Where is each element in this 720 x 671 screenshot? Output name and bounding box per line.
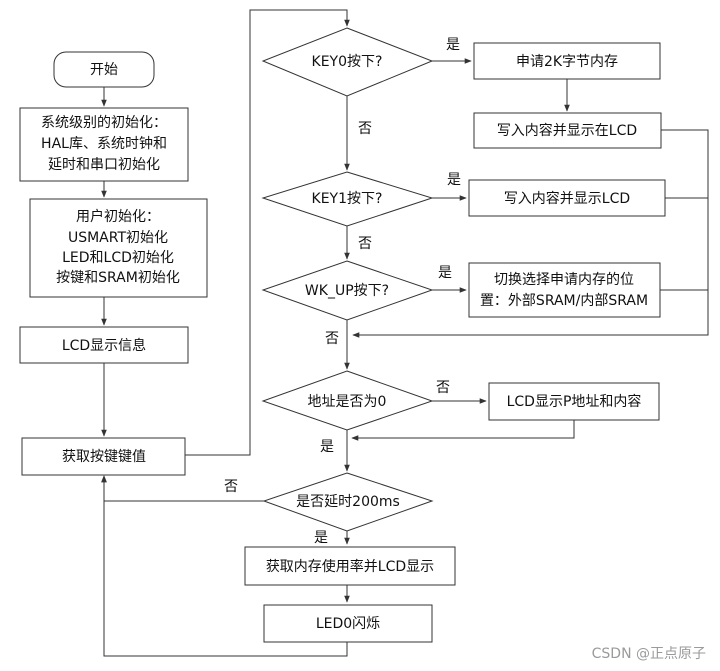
get-key-label: 获取按键键值: [62, 449, 146, 465]
key0-yes-label: 是: [446, 37, 460, 53]
get-key-node: 获取按键键值: [21, 437, 186, 476]
system-init-line-1: 系统级别的初始化：: [41, 114, 167, 131]
delay-label: 是否延时200ms: [296, 494, 400, 510]
wkup-yes-label: 是: [438, 265, 452, 281]
key1-no-label: 否: [358, 236, 372, 252]
system-init-node: 系统级别的初始化： HAL库、系统时钟和 延时和串口初始化: [19, 107, 189, 182]
key0-decision: KEY0按下?: [261, 27, 434, 97]
arrow-led-loop: [101, 475, 348, 657]
address-zero-decision: 地址是否为0: [261, 370, 434, 431]
watermark: CSDN @正点原子: [592, 646, 706, 662]
alloc-2k-label: 申请2K字节内存: [516, 54, 618, 70]
arrow-delay-no: [101, 475, 264, 502]
lcd-address-label: LCD显示P地址和内容: [507, 393, 642, 410]
connectors: [101, 9, 709, 657]
switch-memory-node: 切换选择申请内存的位 置：外部SRAM/内部SRAM: [468, 262, 661, 318]
key0-no-label: 否: [358, 121, 372, 137]
write-show-at-lcd-node: 写入内容并显示在LCD: [473, 112, 662, 149]
key1-label: KEY1按下?: [312, 191, 383, 207]
wkup-decision: WK_UP按下?: [261, 260, 434, 321]
lcd-info-node: LCD显示信息: [19, 326, 189, 364]
delay-decision: 是否延时200ms: [262, 472, 434, 532]
wkup-label: WK_UP按下?: [305, 283, 389, 299]
address-zero-no-label: 否: [436, 380, 450, 396]
key0-label: KEY0按下?: [312, 54, 383, 70]
key1-yes-label: 是: [447, 172, 461, 188]
address-zero-label: 地址是否为0: [308, 394, 387, 410]
led0-node: LED0闪烁: [263, 604, 433, 643]
lcd-info-label: LCD显示信息: [62, 337, 146, 354]
alloc-2k-node: 申请2K字节内存: [473, 42, 661, 80]
system-init-line-2: HAL库、系统时钟和: [41, 135, 167, 152]
memory-usage-node: 获取内存使用率并LCD显示: [244, 546, 456, 586]
delay-yes-label: 是: [314, 530, 328, 546]
user-init-line-2: USMART初始化: [68, 229, 168, 246]
write-show-lcd-node: 写入内容并显示LCD: [468, 179, 666, 217]
write-show-lcd-label: 写入内容并显示LCD: [504, 190, 630, 207]
switch-memory-line-1: 切换选择申请内存的位: [494, 271, 634, 288]
start-node: 开始: [53, 51, 155, 88]
start-label: 开始: [90, 62, 118, 78]
wkup-no-label: 否: [325, 331, 339, 347]
led0-label: LED0闪烁: [316, 616, 380, 632]
address-zero-yes-label: 是: [320, 439, 334, 455]
branch-labels: 是 否 是 否 是 否 否 是 否 是: [224, 37, 461, 546]
arrow-lcdaddr-back: [351, 420, 575, 441]
lcd-address-node: LCD显示P地址和内容: [488, 382, 660, 421]
user-init-line-3: LED和LCD初始化: [62, 249, 174, 266]
delay-no-label: 否: [224, 479, 238, 495]
user-init-line-1: 用户初始化：: [76, 208, 160, 225]
switch-memory-line-2: 置：外部SRAM/内部SRAM: [480, 293, 648, 309]
user-init-node: 用户初始化： USMART初始化 LED和LCD初始化 按键和SRAM初始化: [29, 198, 208, 298]
arrow-getkey-to-key0: [185, 9, 350, 456]
arrow-merge-right: [352, 129, 709, 338]
key1-decision: KEY1按下?: [261, 171, 434, 227]
memory-usage-label: 获取内存使用率并LCD显示: [266, 558, 434, 575]
write-show-at-lcd-label: 写入内容并显示在LCD: [497, 122, 637, 139]
user-init-line-4: 按键和SRAM初始化: [56, 269, 180, 286]
system-init-line-3: 延时和串口初始化: [48, 156, 160, 173]
